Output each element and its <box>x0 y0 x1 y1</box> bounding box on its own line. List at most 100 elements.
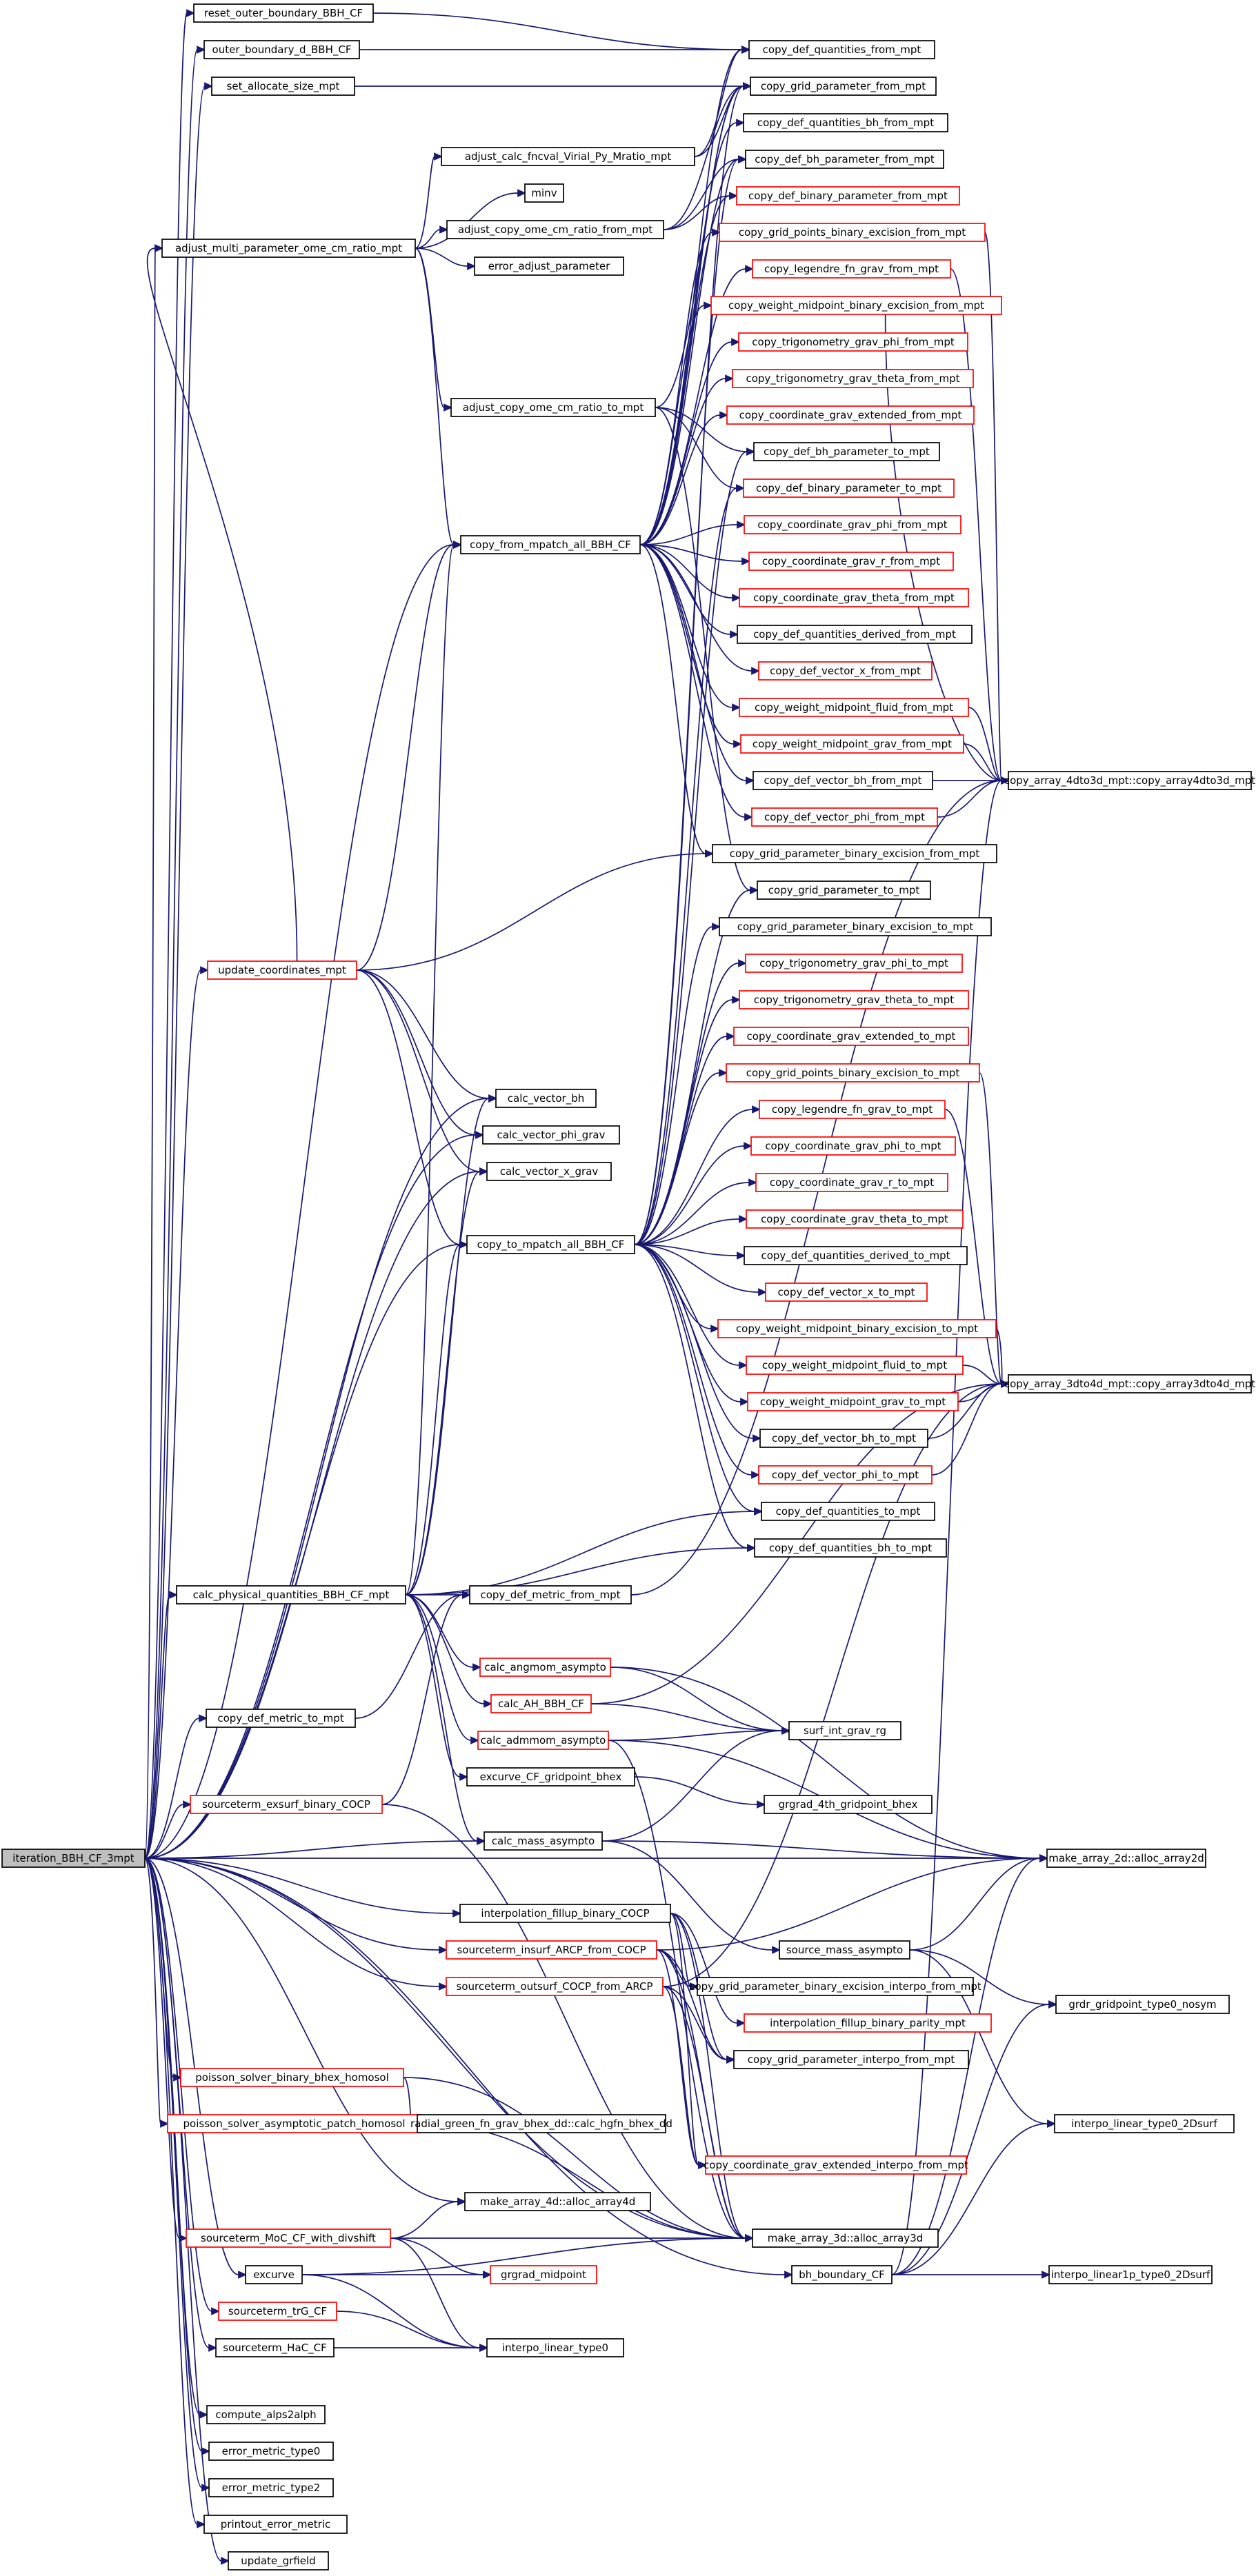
node-adjust-copy-ome-cm-ratio-from-mpt[interactable]: adjust_copy_ome_cm_ratio_from_mpt <box>446 220 664 239</box>
node-compute-alps2alph[interactable]: compute_alps2alph <box>206 2405 326 2424</box>
node-copy-trigonometry-grav-phi-from-mpt[interactable]: copy_trigonometry_grav_phi_from_mpt <box>738 332 968 352</box>
node-copy-def-bh-parameter-from-mpt[interactable]: copy_def_bh_parameter_from_mpt <box>745 150 944 169</box>
node-copy-weight-midpoint-binary-excision-from-mpt[interactable]: copy_weight_midpoint_binary_excision_fro… <box>710 296 1002 315</box>
node-bh-boundary-cf[interactable]: bh_boundary_CF <box>791 2265 893 2284</box>
node-minv[interactable]: minv <box>524 183 564 203</box>
node-calc-vector-x-grav[interactable]: calc_vector_x_grav <box>486 1162 612 1181</box>
node-copy-def-vector-x-to-mpt[interactable]: copy_def_vector_x_to_mpt <box>765 1282 928 1302</box>
node-copy-def-vector-phi-to-mpt[interactable]: copy_def_vector_phi_to_mpt <box>758 1465 933 1485</box>
node-calc-physical-quantities-bbh-cf-mpt[interactable]: calc_physical_quantities_BBH_CF_mpt <box>176 1585 406 1604</box>
node-copy-def-binary-parameter-to-mpt[interactable]: copy_def_binary_parameter_to_mpt <box>743 479 955 498</box>
node-copy-weight-midpoint-binary-excision-to-mpt[interactable]: copy_weight_midpoint_binary_excision_to_… <box>717 1319 997 1338</box>
node-set-allocate-size-mpt[interactable]: set_allocate_size_mpt <box>211 77 355 96</box>
node-copy-grid-parameter-binary-excision-from-mpt[interactable]: copy_grid_parameter_binary_excision_from… <box>712 844 997 863</box>
node-radial-green-fn[interactable]: radial_green_fn_grav_bhex_dd::calc_hgfn_… <box>410 2114 672 2133</box>
node-interpo-linear-type0[interactable]: interpo_linear_type0 <box>486 2338 624 2357</box>
node-copy-trigonometry-grav-theta-from-mpt[interactable]: copy_trigonometry_grav_theta_from_mpt <box>732 369 974 388</box>
node-copy-grid-points-binary-excision-from-mpt[interactable]: copy_grid_points_binary_excision_from_mp… <box>719 223 986 242</box>
node-outer-boundary-d-bbh-cf[interactable]: outer_boundary_d_BBH_CF <box>203 40 360 59</box>
node-calc-mass-asympto[interactable]: calc_mass_asympto <box>484 1831 603 1851</box>
node-copy-def-quantities-from-mpt[interactable]: copy_def_quantities_from_mpt <box>748 40 935 59</box>
node-update-grfield[interactable]: update_grfield <box>228 2551 329 2570</box>
node-copy-trigonometry-grav-phi-to-mpt[interactable]: copy_trigonometry_grav_phi_to_mpt <box>745 954 963 973</box>
node-copy-coordinate-grav-phi-from-mpt[interactable]: copy_coordinate_grav_phi_from_mpt <box>744 515 961 534</box>
node-copy-def-metric-from-mpt[interactable]: copy_def_metric_from_mpt <box>469 1585 632 1604</box>
node-copy-grid-parameter-binary-excision-interpo-from-mpt[interactable]: copy_grid_parameter_binary_excision_inte… <box>689 1977 981 1996</box>
node-copy-def-quantities-to-mpt[interactable]: copy_def_quantities_to_mpt <box>761 1502 935 1521</box>
node-copy-array-4dto3d[interactable]: copy_array_4dto3d_mpt::copy_array4dto3d_… <box>1004 771 1255 790</box>
node-sourceterm-moc-cf-with-divshift[interactable]: sourceterm_MoC_CF_with_divshift <box>186 2228 391 2248</box>
node-copy-def-quantities-derived-to-mpt[interactable]: copy_def_quantities_derived_to_mpt <box>744 1246 968 1265</box>
node-copy-def-binary-parameter-from-mpt[interactable]: copy_def_binary_parameter_from_mpt <box>736 186 960 205</box>
node-source-mass-asympto[interactable]: source_mass_asympto <box>779 1940 910 1960</box>
node-copy-coordinate-grav-extended-from-mpt[interactable]: copy_coordinate_grav_extended_from_mpt <box>726 405 975 425</box>
node-excurve[interactable]: excurve <box>245 2265 303 2284</box>
node-copy-array-3dto4d[interactable]: copy_array_3dto4d_mpt::copy_array3dto4d_… <box>1004 1374 1255 1393</box>
node-interpo-linear1p-type0-2dsurf[interactable]: interpo_linear1p_type0_2Dsurf <box>1048 2265 1213 2284</box>
node-copy-trigonometry-grav-theta-to-mpt[interactable]: copy_trigonometry_grav_theta_to_mpt <box>739 990 969 1009</box>
node-copy-coordinate-grav-r-from-mpt[interactable]: copy_coordinate_grav_r_from_mpt <box>748 552 954 571</box>
node-copy-legendre-fn-grav-to-mpt[interactable]: copy_legendre_fn_grav_to_mpt <box>759 1100 946 1119</box>
node-copy-grid-parameter-from-mpt[interactable]: copy_grid_parameter_from_mpt <box>750 77 937 96</box>
node-error-metric-type0[interactable]: error_metric_type0 <box>208 2442 334 2461</box>
node-root[interactable]: iteration_BBH_CF_3mpt <box>1 1849 146 1868</box>
node-calc-admmom-asympto[interactable]: calc_admmom_asympto <box>477 1731 609 1750</box>
node-grgrad-4th-gridpoint-bhex[interactable]: grgrad_4th_gridpoint_bhex <box>764 1795 933 1814</box>
node-sourceterm-hac-cf[interactable]: sourceterm_HaC_CF <box>215 2338 335 2357</box>
node-adjust-calc-fncval-virial-py-mratio-mpt[interactable]: adjust_calc_fncval_Virial_Py_Mratio_mpt <box>441 147 695 166</box>
node-interpolation-fillup-binary-cocp[interactable]: interpolation_fillup_binary_COCP <box>459 1904 671 1923</box>
node-copy-def-quantities-bh-from-mpt[interactable]: copy_def_quantities_bh_from_mpt <box>743 113 948 132</box>
node-sourceterm-insurf-arcp-from-cocp[interactable]: sourceterm_insurf_ARCP_from_COCP <box>446 1940 657 1960</box>
node-copy-def-vector-bh-to-mpt[interactable]: copy_def_vector_bh_to_mpt <box>759 1429 928 1448</box>
node-update-coordinates-mpt[interactable]: update_coordinates_mpt <box>207 960 357 980</box>
node-reset-outer-boundary-bbh-cf[interactable]: reset_outer_boundary_BBH_CF <box>193 3 374 23</box>
node-calc-vector-phi-grav[interactable]: calc_vector_phi_grav <box>482 1125 620 1145</box>
node-sourceterm-trg-cf[interactable]: sourceterm_trG_CF <box>218 2302 337 2321</box>
node-interpolation-fillup-binary-parity-mpt[interactable]: interpolation_fillup_binary_parity_mpt <box>744 2013 992 2033</box>
node-error-adjust-parameter[interactable]: error_adjust_parameter <box>474 256 624 276</box>
node-copy-def-vector-x-from-mpt[interactable]: copy_def_vector_x_from_mpt <box>758 661 933 681</box>
node-calc-vector-bh[interactable]: calc_vector_bh <box>495 1089 597 1108</box>
node-copy-grid-parameter-interpo-from-mpt[interactable]: copy_grid_parameter_interpo_from_mpt <box>733 2050 969 2069</box>
node-copy-coordinate-grav-extended-interpo-from-mpt[interactable]: copy_coordinate_grav_extended_interpo_fr… <box>704 2155 968 2175</box>
node-error-metric-type2[interactable]: error_metric_type2 <box>208 2478 334 2497</box>
node-excurve-cf-gridpoint-bhex[interactable]: excurve_CF_gridpoint_bhex <box>466 1767 635 1787</box>
node-copy-weight-midpoint-grav-to-mpt[interactable]: copy_weight_midpoint_grav_to_mpt <box>747 1392 959 1411</box>
node-copy-weight-midpoint-grav-from-mpt[interactable]: copy_weight_midpoint_grav_from_mpt <box>740 734 964 754</box>
node-copy-def-quantities-derived-from-mpt[interactable]: copy_def_quantities_derived_from_mpt <box>737 625 973 644</box>
node-surf-int-grav-rg[interactable]: surf_int_grav_rg <box>788 1721 901 1740</box>
node-grdr-gridpoint-type0-nosym[interactable]: grdr_gridpoint_type0_nosym <box>1055 1995 1230 2014</box>
node-copy-from-mpatch-all-bbh-cf[interactable]: copy_from_mpatch_all_BBH_CF <box>460 535 641 554</box>
node-interpo-linear-type0-2dsurf[interactable]: interpo_linear_type0_2Dsurf <box>1054 2114 1235 2133</box>
node-copy-coordinate-grav-phi-to-mpt[interactable]: copy_coordinate_grav_phi_to_mpt <box>750 1136 956 1156</box>
node-poisson-solver-asymptotic-patch-homosol[interactable]: poisson_solver_asymptotic_patch_homosol <box>167 2114 421 2133</box>
node-sourceterm-outsurf-cocp-from-arcp[interactable]: sourceterm_outsurf_COCP_from_ARCP <box>446 1977 664 1996</box>
node-grgrad-midpoint[interactable]: grgrad_midpoint <box>490 2265 597 2284</box>
node-copy-to-mpatch-all-bbh-cf[interactable]: copy_to_mpatch_all_BBH_CF <box>466 1235 635 1254</box>
node-copy-coordinate-grav-r-to-mpt[interactable]: copy_coordinate_grav_r_to_mpt <box>755 1173 948 1192</box>
node-calc-ah-bbh-cf[interactable]: calc_AH_BBH_CF <box>490 1694 592 1713</box>
node-copy-weight-midpoint-fluid-from-mpt[interactable]: copy_weight_midpoint_fluid_from_mpt <box>739 698 969 717</box>
node-copy-def-vector-bh-from-mpt[interactable]: copy_def_vector_bh_from_mpt <box>752 771 933 790</box>
node-copy-def-bh-parameter-to-mpt[interactable]: copy_def_bh_parameter_to_mpt <box>753 442 940 461</box>
node-make-array-4d[interactable]: make_array_4d::alloc_array4d <box>464 2192 651 2211</box>
node-copy-coordinate-grav-theta-to-mpt[interactable]: copy_coordinate_grav_theta_to_mpt <box>746 1209 964 1229</box>
node-copy-def-vector-phi-from-mpt[interactable]: copy_def_vector_phi_from_mpt <box>751 807 938 827</box>
node-copy-def-metric-to-mpt[interactable]: copy_def_metric_to_mpt <box>206 1709 356 1728</box>
node-copy-grid-parameter-binary-excision-to-mpt[interactable]: copy_grid_parameter_binary_excision_to_m… <box>719 917 992 936</box>
node-poisson-solver-binary-bhex-homosol[interactable]: poisson_solver_binary_bhex_homosol <box>180 2068 404 2087</box>
node-copy-coordinate-grav-theta-from-mpt[interactable]: copy_coordinate_grav_theta_from_mpt <box>739 588 969 607</box>
node-adjust-copy-ome-cm-ratio-to-mpt[interactable]: adjust_copy_ome_cm_ratio_to_mpt <box>450 398 656 417</box>
node-copy-grid-parameter-to-mpt[interactable]: copy_grid_parameter_to_mpt <box>757 881 931 900</box>
node-adjust-multi-parameter-ome-cm-ratio-mpt[interactable]: adjust_multi_parameter_ome_cm_ratio_mpt <box>161 239 416 258</box>
node-printout-error-metric[interactable]: printout_error_metric <box>203 2515 348 2534</box>
node-copy-grid-points-binary-excision-to-mpt[interactable]: copy_grid_points_binary_excision_to_mpt <box>726 1063 980 1083</box>
node-copy-coordinate-grav-extended-to-mpt[interactable]: copy_coordinate_grav_extended_to_mpt <box>733 1027 969 1046</box>
node-copy-def-quantities-bh-to-mpt[interactable]: copy_def_quantities_bh_to_mpt <box>754 1538 947 1558</box>
node-make-array-2d[interactable]: make_array_2d::alloc_array2d <box>1046 1849 1206 1868</box>
node-sourceterm-exsurf-binary-cocp[interactable]: sourceterm_exsurf_binary_COCP <box>190 1795 383 1814</box>
node-calc-angmom-asympto[interactable]: calc_angmom_asympto <box>479 1658 611 1677</box>
node-copy-legendre-fn-grav-from-mpt[interactable]: copy_legendre_fn_grav_from_mpt <box>752 259 951 279</box>
node-copy-weight-midpoint-fluid-to-mpt[interactable]: copy_weight_midpoint_fluid_to_mpt <box>746 1356 964 1375</box>
node-make-array-3d[interactable]: make_array_3d::alloc_array3d <box>752 2228 939 2248</box>
